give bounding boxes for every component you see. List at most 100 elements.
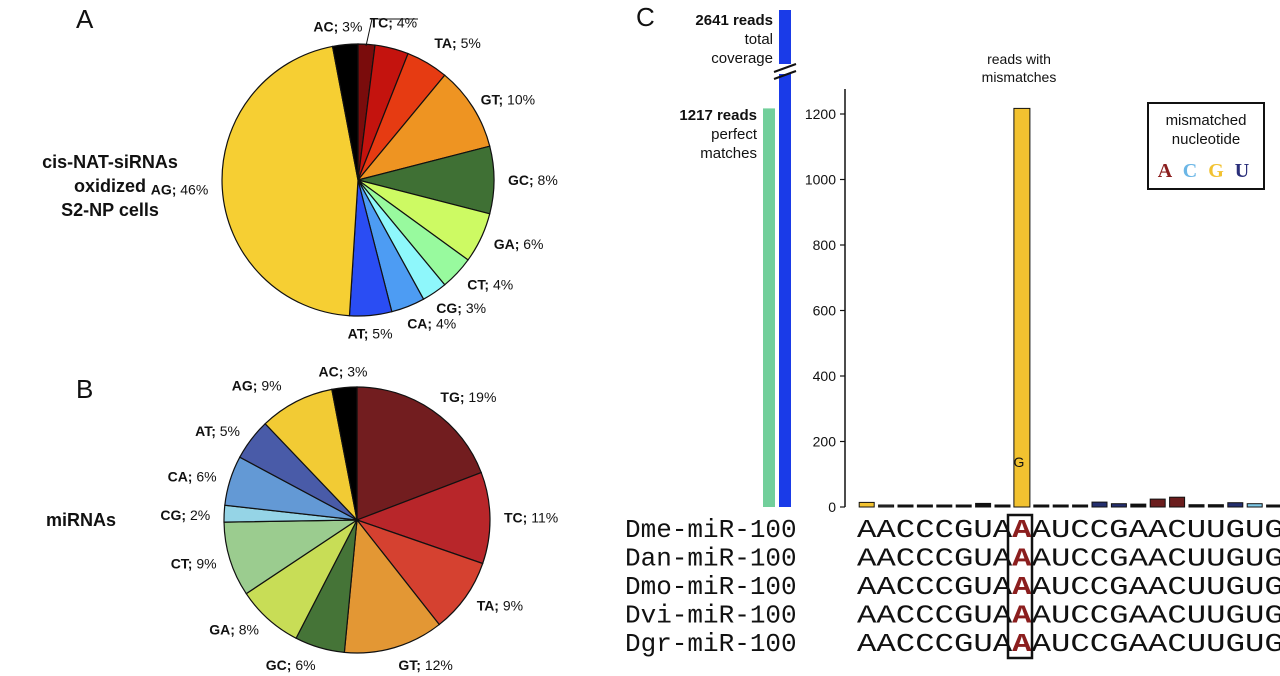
bar-position-5	[936, 504, 953, 508]
pie-b-slice-tc	[355, 471, 491, 565]
total-coverage-line-2: total	[745, 31, 773, 48]
pie-b-label-gt: GT; 12%	[398, 657, 452, 673]
pie-a-slice-ac	[331, 43, 359, 181]
axis-break-mark-1	[773, 63, 797, 73]
total-coverage-reads: 2641 reads	[695, 12, 773, 29]
pie-b-title: miRNAs	[46, 510, 116, 530]
y-tick-label-1000: 1000	[805, 172, 836, 188]
bar-position-2	[878, 504, 895, 508]
mismatch-note-line-1: reads with	[987, 51, 1051, 67]
legend-base-c: C	[1183, 160, 1197, 182]
pie-b-label-ga: GA; 8%	[209, 622, 259, 638]
bar-position-12	[1072, 504, 1089, 508]
bar-position-22	[1266, 504, 1280, 508]
pie-a-tg-leader-line	[365, 18, 373, 47]
legend-box	[1147, 102, 1265, 190]
pie-b-label-ct: CT; 9%	[171, 556, 217, 572]
bar-position-4	[916, 504, 933, 508]
pie-chart-cis-nat-sirnas: TG; 2%TC; 4%TA; 5%GT; 10%GC; 8%GA; 6%CT;…	[151, 15, 558, 342]
pie-a-title-line-2: oxidized	[74, 176, 146, 196]
pie-a-label-tc: TC; 4%	[370, 15, 417, 31]
y-tick-label-400: 400	[813, 368, 837, 384]
perfect-matches-bar	[763, 108, 775, 508]
bar-position-13	[1091, 501, 1108, 508]
y-tick-label-200: 200	[813, 434, 837, 450]
bar-position-9	[1013, 107, 1031, 508]
pie-b-label-ac: AC; 3%	[318, 364, 367, 380]
alignment-name-dan-mir-100: Dan-miR-100	[625, 544, 797, 574]
pie-a-slice-gt	[356, 74, 491, 182]
pie-a-label-ac: AC; 3%	[313, 19, 362, 35]
pie-a-label-gt: GT; 10%	[481, 92, 535, 108]
pie-b-label-ta: TA; 9%	[477, 597, 523, 613]
pie-a-slice-ag	[221, 45, 359, 317]
pie-b-slice-ac	[331, 386, 358, 521]
bar-position-15	[1130, 503, 1147, 508]
pie-chart-mirnas: TG; 19%TC; 11%TA; 9%GT; 12%GC; 6%GA; 8%C…	[160, 364, 558, 673]
bar-position-6	[955, 504, 972, 508]
pie-b-slice-tg	[356, 386, 483, 521]
pie-a-label-gc: GC; 8%	[508, 172, 558, 188]
pie-b-slice-gt	[343, 518, 441, 654]
pie-b-label-at: AT; 5%	[195, 423, 240, 439]
legend-base-a: A	[1158, 160, 1173, 182]
pie-a-label-ca: CA; 4%	[407, 316, 456, 332]
perfect-matches-line-2: perfect	[711, 126, 758, 143]
pie-a-label-cg: CG; 3%	[436, 300, 486, 316]
bar-position-8	[994, 504, 1011, 508]
pie-a-label-ga: GA; 6%	[494, 236, 544, 252]
pie-b-label-ca: CA; 6%	[168, 468, 217, 484]
y-tick-label-600: 600	[813, 303, 837, 319]
pie-a-label-ct: CT; 4%	[467, 277, 513, 293]
panel-letter-a: A	[76, 4, 94, 34]
total-coverage-line-3: coverage	[711, 50, 773, 67]
mismatch-note-line-2: mismatches	[982, 69, 1057, 85]
legend-base-u: U	[1235, 160, 1249, 182]
pie-b-label-cg: CG; 2%	[160, 507, 210, 523]
legend-title-line-1: mismatched	[1166, 112, 1247, 129]
bar-position-20	[1227, 502, 1244, 508]
highlight-column-box	[1006, 513, 1034, 660]
bar-9-label: G	[1014, 454, 1025, 470]
perfect-matches-reads: 1217 reads	[679, 107, 757, 124]
panel-letter-c: C	[636, 2, 655, 32]
alignment-name-dmo-mir-100: Dmo-miR-100	[625, 572, 797, 602]
total-coverage-bar	[779, 10, 791, 507]
pie-b-label-tc: TC; 11%	[504, 510, 558, 526]
y-tick-label-0: 0	[828, 499, 836, 515]
bar-position-19	[1207, 504, 1224, 508]
pie-a-label-at: AT; 5%	[348, 325, 393, 341]
pie-b-label-ag: AG; 9%	[232, 377, 282, 393]
panel-letter-b: B	[76, 374, 93, 404]
pie-a-title-line-1: cis-NAT-siRNAs	[42, 152, 178, 172]
y-axis-ticks: 0 200 400 600 800 1000 1200	[805, 106, 845, 515]
legend-base-g: G	[1208, 160, 1224, 182]
bar-position-1	[858, 501, 875, 508]
pie-a-title-line-3: S2-NP cells	[61, 200, 159, 220]
bar-position-14	[1110, 503, 1127, 508]
alignment-name-dvi-mir-100: Dvi-miR-100	[625, 601, 797, 631]
bar-position-16	[1149, 498, 1166, 508]
legend-title-line-2: nucleotide	[1172, 131, 1240, 148]
pie-a-label-ta: TA; 5%	[434, 35, 480, 51]
bar-position-18	[1188, 504, 1205, 508]
bar-position-10	[1033, 504, 1050, 508]
alignment-name-dme-mir-100: Dme-miR-100	[625, 515, 797, 545]
bar-chart-mismatch-positions: 2641 reads total coverage 1217 reads per…	[625, 10, 1280, 660]
y-tick-label-1200: 1200	[805, 106, 836, 122]
bar-position-7	[975, 502, 992, 508]
bar-position-3	[897, 504, 914, 508]
perfect-matches-line-3: matches	[700, 145, 757, 162]
alignment-name-dgr-mir-100: Dgr-miR-100	[625, 629, 797, 659]
bar-position-11	[1052, 504, 1069, 508]
pie-b-label-gc: GC; 6%	[266, 657, 316, 673]
bar-position-21	[1246, 503, 1263, 508]
axis-break-mark-2	[773, 70, 797, 80]
y-tick-label-800: 800	[813, 237, 837, 253]
